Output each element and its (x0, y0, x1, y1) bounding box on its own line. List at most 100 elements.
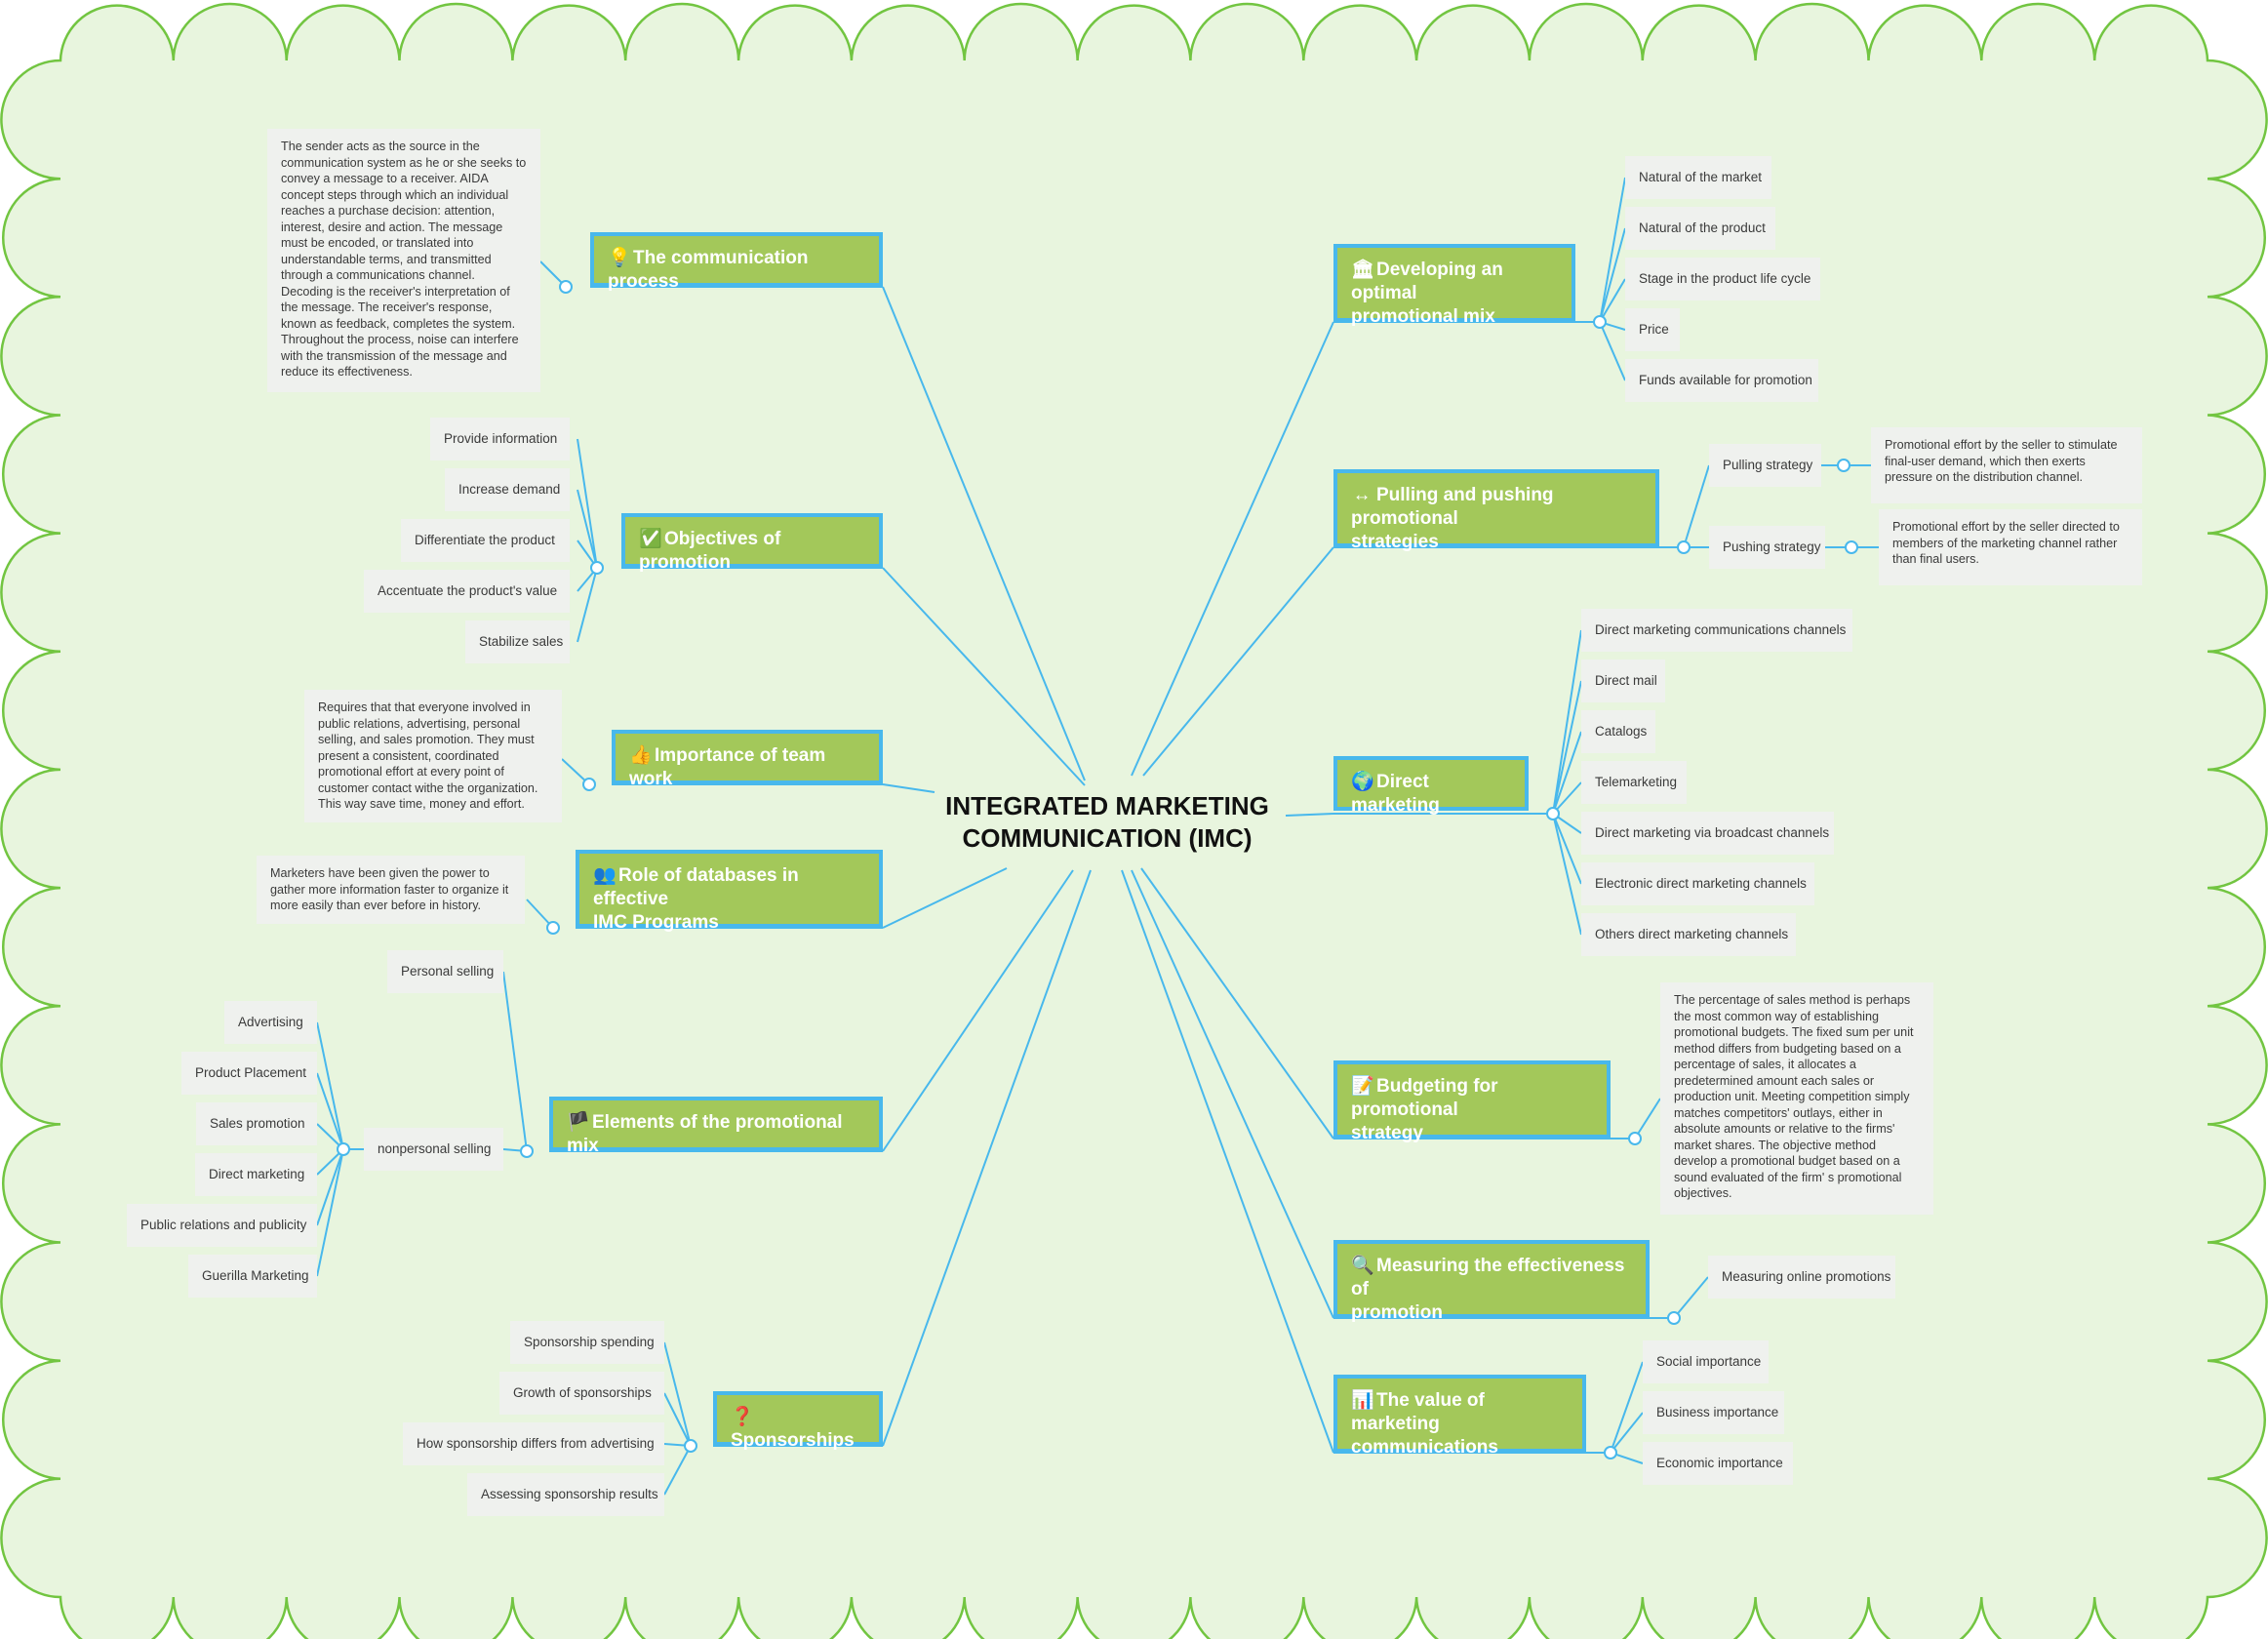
branch-budgeting[interactable]: 📝Budgeting for promotional strategy (1333, 1060, 1611, 1143)
toggle-measuring[interactable] (1667, 1311, 1681, 1325)
leaf-natural-of-the-market[interactable]: Natural of the market (1625, 156, 1771, 199)
toggle-databases[interactable] (546, 921, 560, 935)
toggle-budgeting[interactable] (1628, 1132, 1642, 1145)
branch-measuring-effectiveness[interactable]: 🔍Measuring the effectiveness of promotio… (1333, 1240, 1650, 1323)
note-pushing-strategy[interactable]: Promotional effort by the seller directe… (1879, 509, 2142, 585)
branch-label: Sponsorships (731, 1430, 855, 1451)
branch-communication-process[interactable]: 💡The communication process (590, 232, 883, 292)
connector-line (1683, 464, 1710, 548)
branch-label: The value of marketing (1351, 1390, 1485, 1434)
branch-pulling-pushing-strategies[interactable]: ↔Pulling and pushing promotional strateg… (1333, 469, 1659, 552)
leaf-social-importance[interactable]: Social importance (1643, 1340, 1769, 1383)
leaf-broadcast-channels[interactable]: Direct marketing via broadcast channels (1581, 812, 1834, 855)
leaf-assessing-sponsorship-results[interactable]: Assessing sponsorship results (467, 1473, 664, 1516)
toggle-direct-marketing[interactable] (1546, 807, 1560, 820)
lamp-icon: 💡 (608, 248, 631, 268)
toggle-nonpersonal-selling[interactable] (337, 1142, 350, 1156)
branch-label: Measuring the effectiveness of (1351, 1256, 1625, 1299)
leaf-economic-importance[interactable]: Economic importance (1643, 1442, 1793, 1485)
branch-label-line-2: communications (1351, 1437, 1498, 1458)
leaf-business-importance[interactable]: Business importance (1643, 1391, 1784, 1434)
leaf-sponsorship-vs-advertising[interactable]: How sponsorship differs from advertising (403, 1422, 664, 1465)
branch-label-line-1: 🔍Measuring the effectiveness of (1351, 1255, 1632, 1301)
branch-developing-optimal-promotional-mix[interactable]: 🏛Developing an optimal promotional mix (1333, 244, 1575, 327)
toggle-pull-push[interactable] (1677, 540, 1691, 554)
trunk-connector (882, 867, 1008, 929)
magnifier-icon: 🔍 (1351, 1256, 1374, 1276)
leaf-increase-demand[interactable]: Increase demand (445, 468, 570, 511)
leaf-stage-in-life-cycle[interactable]: Stage in the product life cycle (1625, 258, 1820, 300)
leaf-stabilize-sales[interactable]: Stabilize sales (465, 620, 570, 663)
trunk-connector (1142, 546, 1334, 777)
note-pulling-strategy[interactable]: Promotional effort by the seller to stim… (1871, 427, 2142, 503)
branch-label: The communication process (608, 248, 809, 292)
leaf-advertising[interactable]: Advertising (224, 1001, 317, 1044)
leaf-funds-available[interactable]: Funds available for promotion (1625, 359, 1818, 402)
leaf-catalogs[interactable]: Catalogs (1581, 710, 1655, 753)
leaf-accentuate-value[interactable]: Accentuate the product's value (364, 570, 570, 613)
leaf-personal-selling[interactable]: Personal selling (387, 950, 503, 993)
connector-line (663, 1392, 692, 1447)
connector-line (1552, 680, 1582, 815)
connector-line (577, 438, 598, 569)
branch-label-line-2: IMC Programs (593, 912, 719, 933)
leaf-differentiate-the-product[interactable]: Differentiate the product (401, 519, 570, 562)
branch-importance-of-team-work[interactable]: 👍Importance of team work (612, 730, 883, 789)
toggle-value[interactable] (1604, 1446, 1617, 1459)
branch-direct-marketing[interactable]: 🌍Direct marketing (1333, 756, 1529, 816)
leaf-telemarketing[interactable]: Telemarketing (1581, 761, 1687, 804)
branch-label-line-2: strategy (1351, 1123, 1423, 1143)
branch-sponsorships[interactable]: ❓Sponsorships (713, 1391, 883, 1451)
branch-elements-of-promotional-mix[interactable]: 🏴Elements of the promotional mix (549, 1097, 883, 1156)
note-databases[interactable]: Marketers have been given the power to g… (257, 856, 525, 924)
toggle-objectives[interactable] (590, 561, 604, 575)
trunk-connector (882, 869, 1092, 1447)
leaf-public-relations[interactable]: Public relations and publicity (127, 1204, 317, 1247)
leaf-product-placement[interactable]: Product Placement (181, 1052, 317, 1095)
toggle-communication-process[interactable] (559, 280, 573, 294)
connector-line (1599, 278, 1626, 323)
toggle-optimal-mix[interactable] (1593, 315, 1607, 329)
note-communication-process[interactable]: The sender acts as the source in the com… (267, 129, 540, 392)
leaf-electronic-channels[interactable]: Electronic direct marketing channels (1581, 862, 1814, 905)
central-topic[interactable]: INTEGRATED MARKETING COMMUNICATION (IMC) (917, 790, 1297, 855)
branch-label: Objectives of promotion (639, 529, 781, 573)
leaf-direct-marketing[interactable]: Direct marketing (195, 1153, 317, 1196)
leaf-guerilla-marketing[interactable]: Guerilla Marketing (188, 1255, 317, 1298)
toggle-pushing[interactable] (1845, 540, 1858, 554)
leaf-nonpersonal-selling[interactable]: nonpersonal selling (364, 1128, 503, 1171)
branch-objectives-of-promotion[interactable]: ✅Objectives of promotion (621, 513, 883, 573)
leaf-direct-marketing-channels[interactable]: Direct marketing communications channels (1581, 609, 1852, 652)
leaf-measuring-online-promotions[interactable]: Measuring online promotions (1708, 1256, 1895, 1299)
toggle-pulling[interactable] (1837, 459, 1850, 472)
note-team-work[interactable]: Requires that that everyone involved in … (304, 690, 562, 822)
branch-label: Elements of the promotional mix (567, 1112, 843, 1156)
leaf-provide-information[interactable]: Provide information (430, 418, 570, 460)
branch-value-of-marketing-communications[interactable]: 📊The value of marketing communications (1333, 1375, 1586, 1458)
leaf-sponsorship-spending[interactable]: Sponsorship spending (510, 1321, 664, 1364)
connector-line (502, 971, 528, 1152)
toggle-team-work[interactable] (582, 778, 596, 791)
toggle-elements[interactable] (520, 1144, 534, 1158)
leaf-others-channels[interactable]: Others direct marketing channels (1581, 913, 1796, 956)
trunk-connector (882, 286, 1086, 781)
leaf-direct-mail[interactable]: Direct mail (1581, 660, 1665, 702)
trunk-connector (1121, 869, 1334, 1454)
branch-role-of-databases[interactable]: 👥Role of databases in effective IMC Prog… (576, 850, 883, 933)
connector-line (1599, 177, 1626, 323)
leaf-pulling-strategy[interactable]: Pulling strategy (1709, 444, 1821, 487)
connector-line (1552, 813, 1582, 885)
leaf-natural-of-the-product[interactable]: Natural of the product (1625, 207, 1775, 250)
leaf-price[interactable]: Price (1625, 308, 1680, 351)
leaf-growth-of-sponsorships[interactable]: Growth of sponsorships (499, 1372, 664, 1415)
people-icon: 👥 (593, 865, 617, 886)
connector-line (1673, 1276, 1709, 1319)
connector-line (1610, 1412, 1644, 1454)
checkmark-icon: ✅ (639, 529, 662, 549)
leaf-pushing-strategy[interactable]: Pushing strategy (1709, 526, 1825, 569)
leaf-sales-promotion[interactable]: Sales promotion (196, 1102, 317, 1145)
toggle-sponsorships[interactable] (684, 1439, 697, 1453)
note-budgeting[interactable]: The percentage of sales method is perhap… (1660, 982, 1933, 1215)
